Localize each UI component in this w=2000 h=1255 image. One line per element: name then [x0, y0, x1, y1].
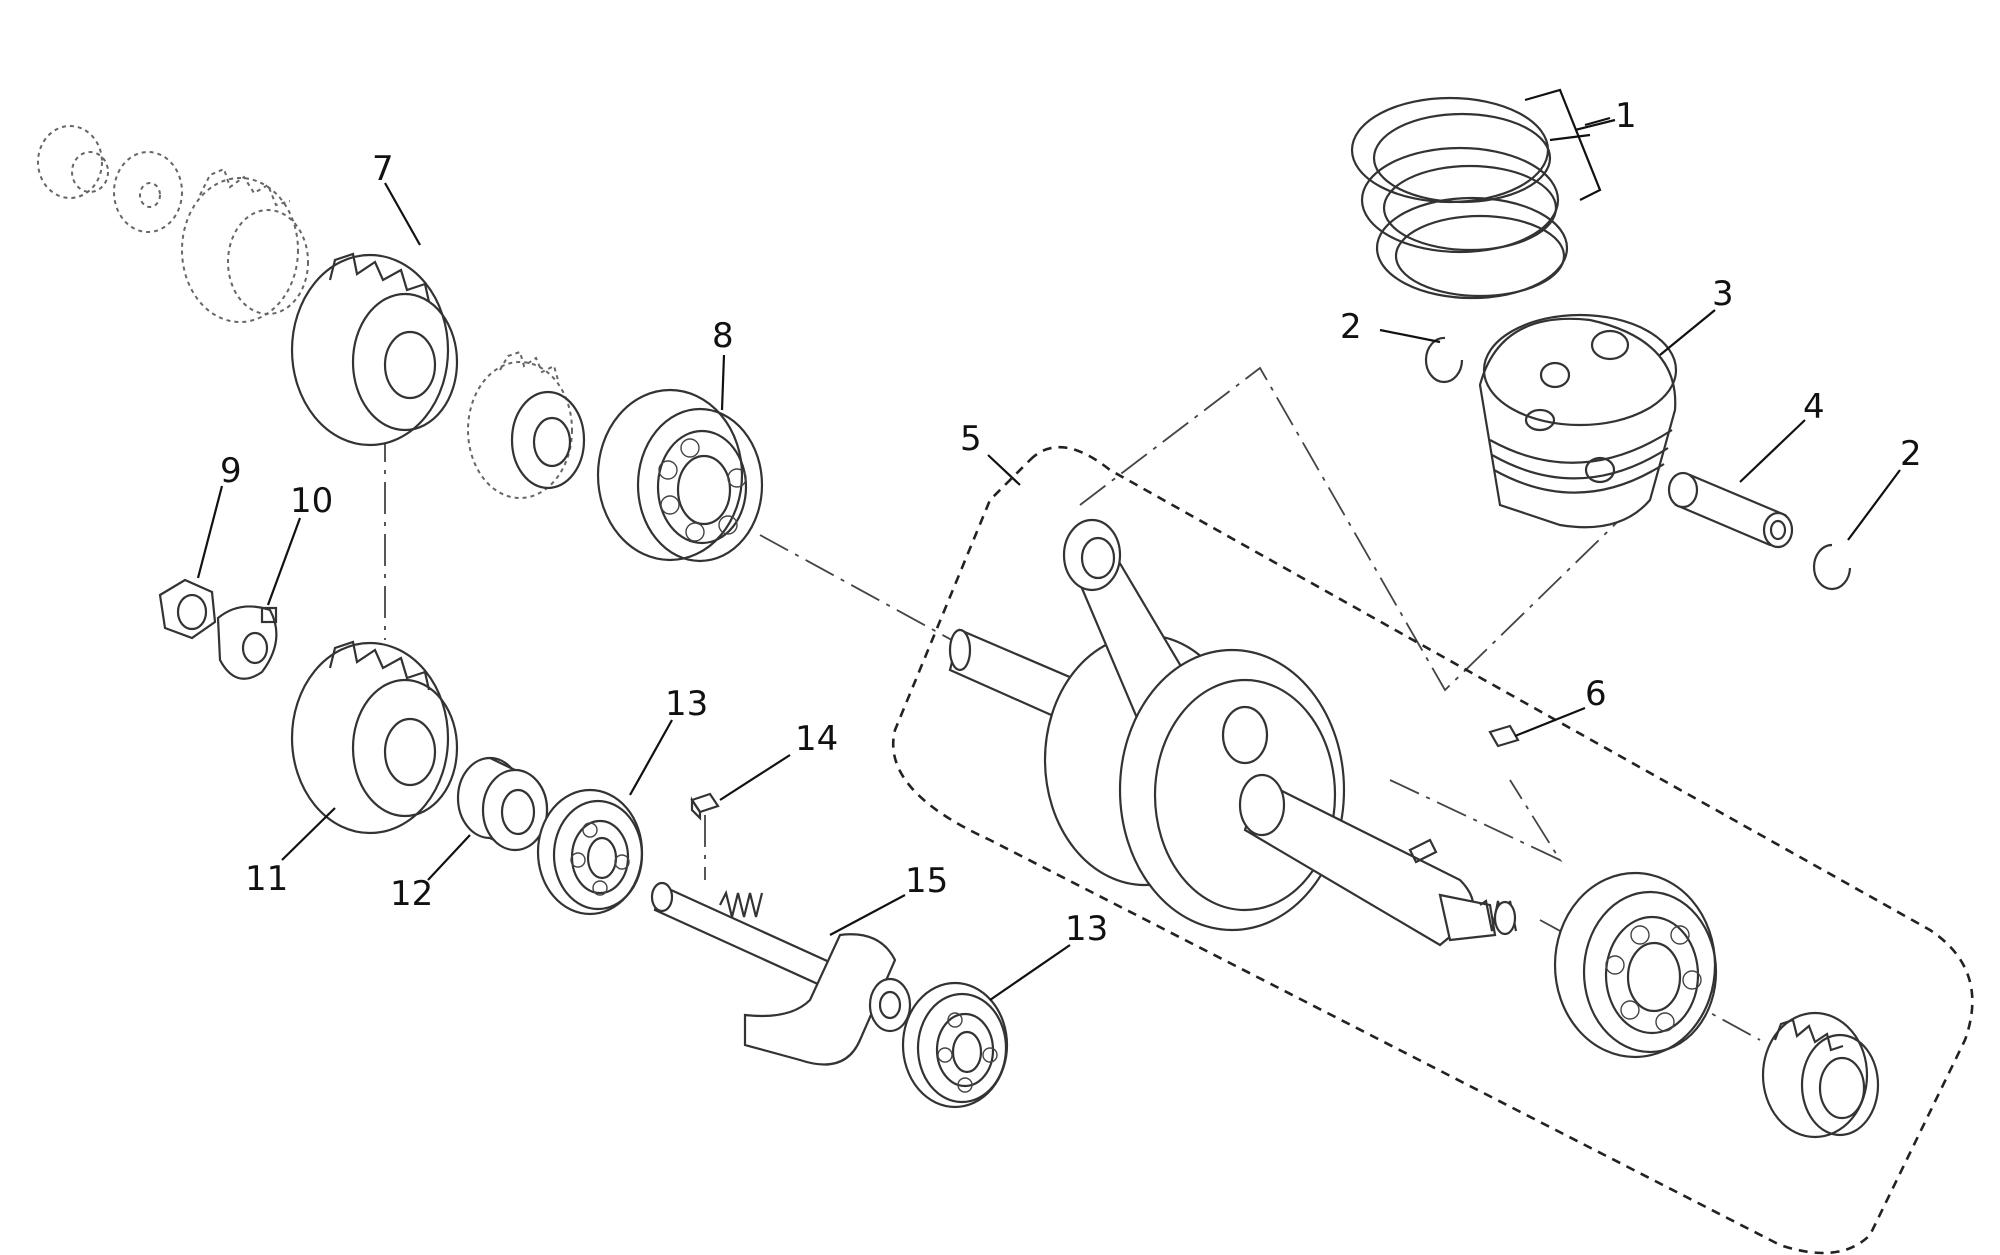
- bearing-13b: [901, 981, 1009, 1109]
- key-14: [690, 792, 720, 821]
- chain-line-key: [1389, 779, 1563, 863]
- bearing-8: [596, 388, 764, 563]
- piston-pin-4: [1667, 471, 1794, 549]
- callout-14: 14: [795, 719, 838, 759]
- nut-9: [158, 578, 217, 640]
- key-6-icon: [1488, 724, 1520, 748]
- crank-web-front-icon: [1118, 648, 1346, 932]
- bolt-icon: [37, 125, 103, 199]
- callout-7: 7: [372, 149, 394, 189]
- callout-13-left: 13: [665, 684, 708, 724]
- balancer-shaft-15: [650, 881, 912, 1066]
- pinion-gear-right: [1761, 1011, 1880, 1139]
- chain-line-piston: [1079, 366, 1641, 692]
- callout-labels: 1 2 2 3 4 5 6 7 8 9 10 11 12 13 13 14 15: [220, 96, 1922, 949]
- gear-11: [290, 640, 459, 835]
- circlip-2a-icon: [1424, 336, 1464, 384]
- small-gear-icon: [181, 177, 299, 323]
- bushing-12: [456, 756, 549, 852]
- callout-8: 8: [712, 316, 734, 356]
- dotted-parts-group: [37, 125, 586, 499]
- callout-11: 11: [245, 859, 288, 899]
- circlip-2a: [1424, 336, 1464, 384]
- leader-lines: [196, 116, 1901, 1001]
- lock-tab-10-icon: [216, 605, 278, 680]
- callout-2-top: 2: [1340, 307, 1362, 347]
- chain-line-main-axis: [759, 534, 971, 651]
- piston-rings-1: [1350, 88, 1616, 300]
- bearing-13a: [536, 788, 644, 916]
- washer-icon: [113, 151, 183, 233]
- callout-10: 10: [290, 481, 333, 521]
- callout-9: 9: [220, 451, 242, 491]
- callout-2-right: 2: [1900, 434, 1922, 474]
- piston-3: [1478, 313, 1678, 529]
- callout-12: 12: [390, 874, 433, 914]
- crankshaft-assembly-boundary: [891, 445, 1974, 1255]
- callout-3: 3: [1712, 274, 1734, 314]
- bearing-right: [1553, 871, 1718, 1059]
- key-6: [1488, 724, 1520, 748]
- lock-tab-10: [216, 605, 278, 680]
- bearing-8-icon: [596, 388, 744, 562]
- piston-3-icon: [1478, 317, 1677, 529]
- callout-1: 1: [1615, 96, 1637, 136]
- callout-13-right: 13: [1065, 909, 1108, 949]
- circlip-2b: [1812, 543, 1852, 591]
- spacer-gear-icon: [467, 361, 573, 499]
- crankshaft-5: [948, 518, 1518, 947]
- pinion-gear-icon: [1761, 1011, 1869, 1139]
- key-14-icon: [690, 792, 720, 814]
- callout-6: 6: [1585, 674, 1607, 714]
- callout-4: 4: [1803, 387, 1825, 427]
- circlip-2b-icon: [1812, 543, 1852, 591]
- callout-5: 5: [960, 419, 982, 459]
- callout-15: 15: [905, 861, 948, 901]
